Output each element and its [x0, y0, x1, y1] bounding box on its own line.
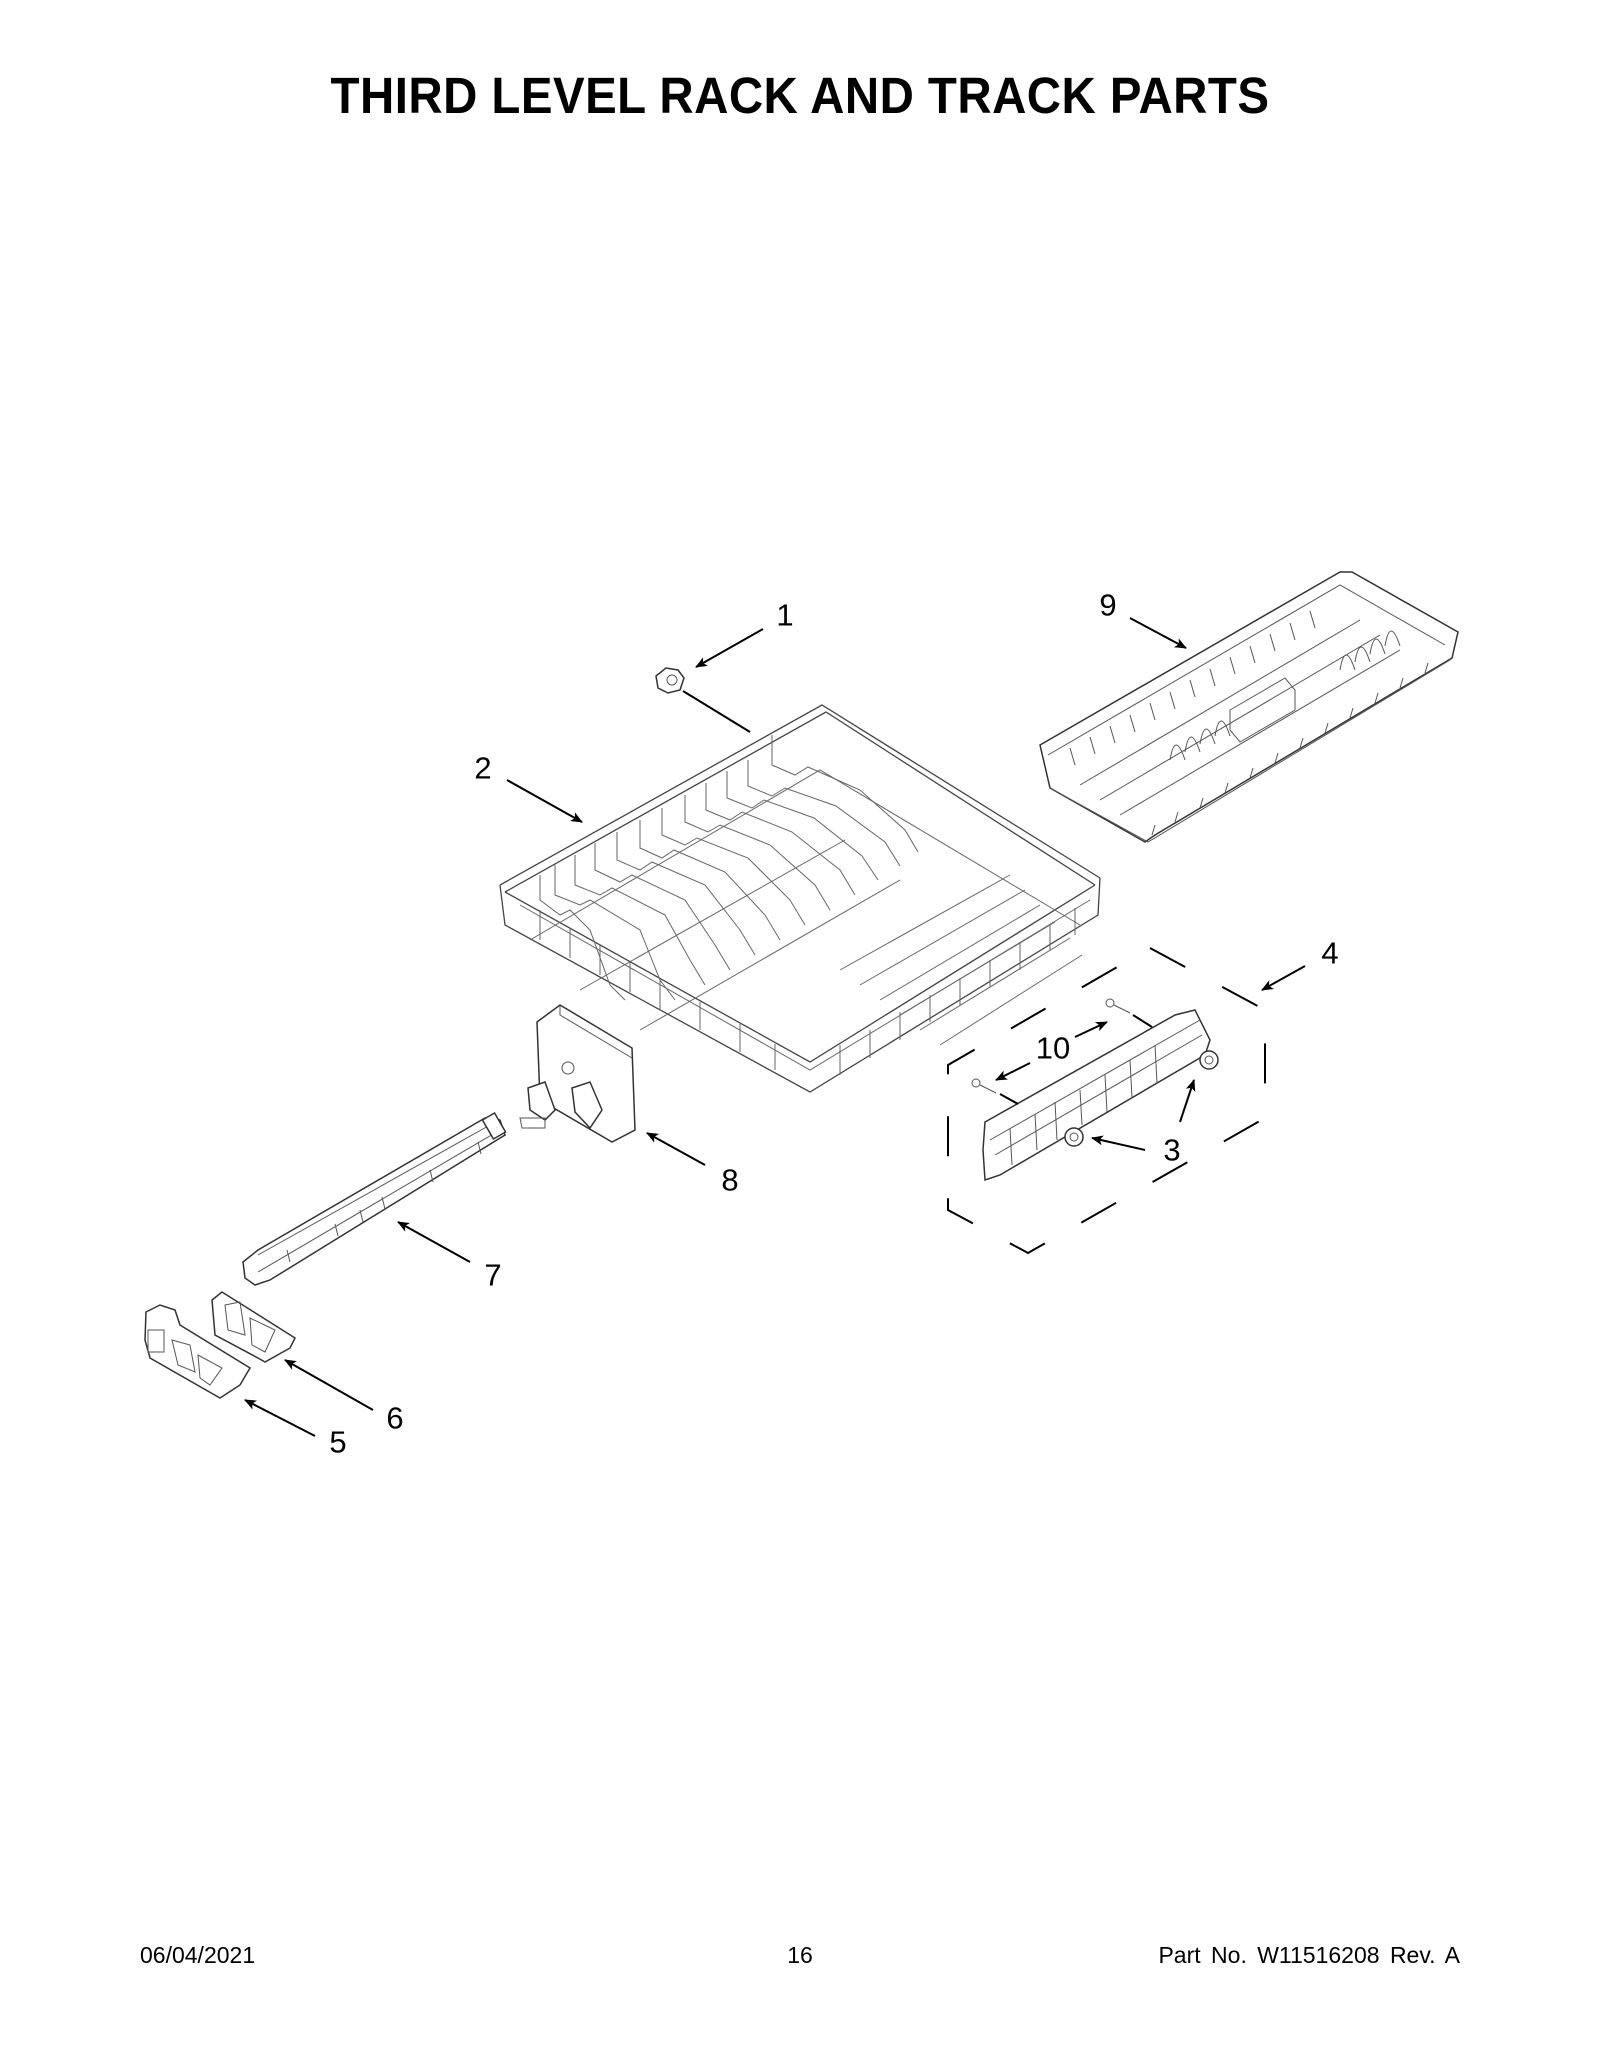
part-10-screws [971, 998, 1153, 1105]
part-6-end-insert [211, 1291, 296, 1363]
callout-10: 10 [1035, 1030, 1071, 1066]
part-9-utensil-tray [1039, 571, 1459, 843]
callout-4: 4 [1321, 935, 1339, 971]
part-2-wire-rack [499, 704, 1101, 1093]
callout-9: 9 [1099, 587, 1117, 623]
callout-2: 2 [474, 750, 492, 786]
callout-1: 1 [776, 597, 794, 633]
callout-3: 3 [1163, 1132, 1181, 1168]
part-1-rack-clip [655, 667, 751, 733]
part-7-manifold [242, 1111, 507, 1286]
footer-part-number: Part No. W11516208 Rev. A [1158, 1942, 1460, 1968]
footer-date: 06/04/2021 [140, 1942, 256, 1968]
part-5-end-cap [144, 1304, 252, 1399]
callout-6: 6 [386, 1400, 404, 1436]
part-8-housing [519, 1004, 636, 1143]
page-title: THIRD LEVEL RACK AND TRACK PARTS [330, 67, 1270, 124]
callout-5: 5 [329, 1424, 347, 1460]
callout-arrows [244, 617, 1306, 1437]
footer-page-number: 16 [787, 1942, 813, 1968]
callout-8: 8 [721, 1162, 739, 1198]
part-4-track-assembly [947, 946, 1266, 1255]
callout-7: 7 [484, 1257, 502, 1293]
part-3-rollers [1064, 1050, 1219, 1147]
